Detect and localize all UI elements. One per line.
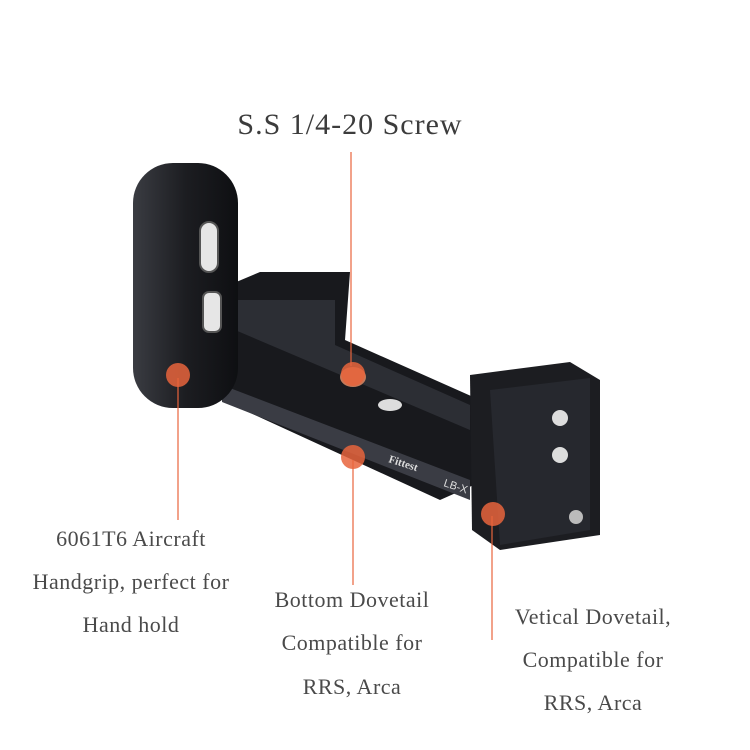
bottom-label-line-1: Bottom Dovetail: [274, 587, 430, 612]
grip-label-line-2: Handgrip, perfect for: [32, 569, 230, 594]
bracket-plate-front: [222, 385, 470, 500]
vertical-label-line-3: RRS, Arca: [543, 690, 643, 715]
marker-dot-grip: [166, 363, 190, 387]
bottom-label-line-3: RRS, Arca: [302, 674, 402, 699]
bottom-label-line-2: Compatible for: [281, 630, 423, 655]
vertical-label-line-1: Vetical Dovetail,: [514, 604, 672, 629]
grip-label-line-1: 6061T6 Aircraft: [56, 526, 206, 551]
grip-label-line-3: Hand hold: [82, 612, 180, 637]
marker-dot-bottom: [341, 445, 365, 469]
vertical-label-line-2: Compatible for: [522, 647, 664, 672]
screw-title: S.S 1/4-20 Screw: [237, 108, 463, 141]
marker-dot-vertical: [481, 502, 505, 526]
marker-dot-screw: [341, 362, 365, 386]
